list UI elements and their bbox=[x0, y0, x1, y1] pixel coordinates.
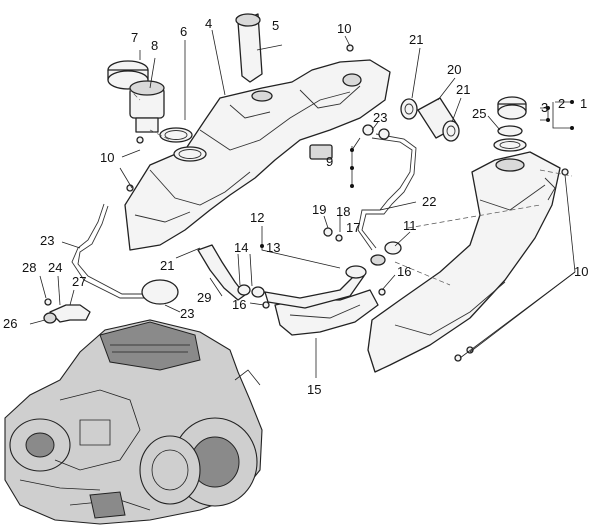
callout-23-right: 23 bbox=[373, 110, 387, 125]
callout-22: 22 bbox=[422, 194, 436, 209]
fuel-hose-29 bbox=[197, 241, 402, 309]
callout-labels: 1 2 3 4 5 6 7 8 9 10 10 10 11 12 13 14 1… bbox=[3, 16, 588, 397]
expansion-tank-cap bbox=[493, 96, 527, 152]
fuel-gauge-sender bbox=[235, 13, 263, 83]
fuel-hose-20 bbox=[400, 97, 460, 142]
callout-16-right: 16 bbox=[397, 264, 411, 279]
breather-pipe-22 bbox=[357, 133, 417, 251]
callout-21-lower: 21 bbox=[160, 258, 174, 273]
callout-26: 26 bbox=[3, 316, 17, 331]
assembly-lines bbox=[127, 87, 573, 286]
fasteners bbox=[126, 44, 569, 362]
callout-17: 17 bbox=[346, 220, 360, 235]
coolant-expansion-tank bbox=[367, 151, 561, 373]
callout-1: 1 bbox=[580, 96, 587, 111]
callout-25: 25 bbox=[472, 106, 486, 121]
callout-13: 13 bbox=[266, 240, 280, 255]
callout-20: 20 bbox=[447, 62, 461, 77]
filler-cap bbox=[107, 60, 149, 90]
callout-15: 15 bbox=[307, 382, 321, 397]
callout-12: 12 bbox=[250, 210, 264, 225]
callout-28: 28 bbox=[22, 260, 36, 275]
callout-19: 19 bbox=[312, 202, 326, 217]
callout-4: 4 bbox=[205, 16, 212, 31]
kit-dots bbox=[260, 100, 574, 248]
callout-10-left: 10 bbox=[100, 150, 114, 165]
callout-5: 5 bbox=[272, 18, 279, 33]
callout-8: 8 bbox=[151, 38, 158, 53]
callout-23-lower: 23 bbox=[180, 306, 194, 321]
fuel-pump bbox=[129, 80, 165, 133]
callout-11: 11 bbox=[403, 218, 417, 233]
callout-21-right: 21 bbox=[456, 82, 470, 97]
seal-ring-6 bbox=[159, 127, 207, 162]
callout-3: 3 bbox=[541, 100, 548, 115]
callout-10-top: 10 bbox=[337, 21, 351, 36]
callout-24: 24 bbox=[48, 260, 62, 275]
callout-18: 18 bbox=[336, 204, 350, 219]
callout-16-left: 16 bbox=[232, 297, 246, 312]
callout-9: 9 bbox=[326, 154, 333, 169]
callout-27: 27 bbox=[72, 274, 86, 289]
breather-pipe bbox=[43, 203, 179, 324]
callout-21-top: 21 bbox=[409, 32, 423, 47]
callout-10-right: 10 bbox=[574, 264, 588, 279]
fuel-tank bbox=[124, 59, 391, 251]
callout-7: 7 bbox=[131, 30, 138, 45]
callout-2: 2 bbox=[558, 96, 565, 111]
leader-lines bbox=[29, 29, 576, 378]
callout-23-left: 23 bbox=[40, 233, 54, 248]
callout-14: 14 bbox=[234, 240, 248, 255]
engine bbox=[4, 319, 263, 525]
callout-6: 6 bbox=[180, 24, 187, 39]
callout-29: 29 bbox=[197, 290, 211, 305]
